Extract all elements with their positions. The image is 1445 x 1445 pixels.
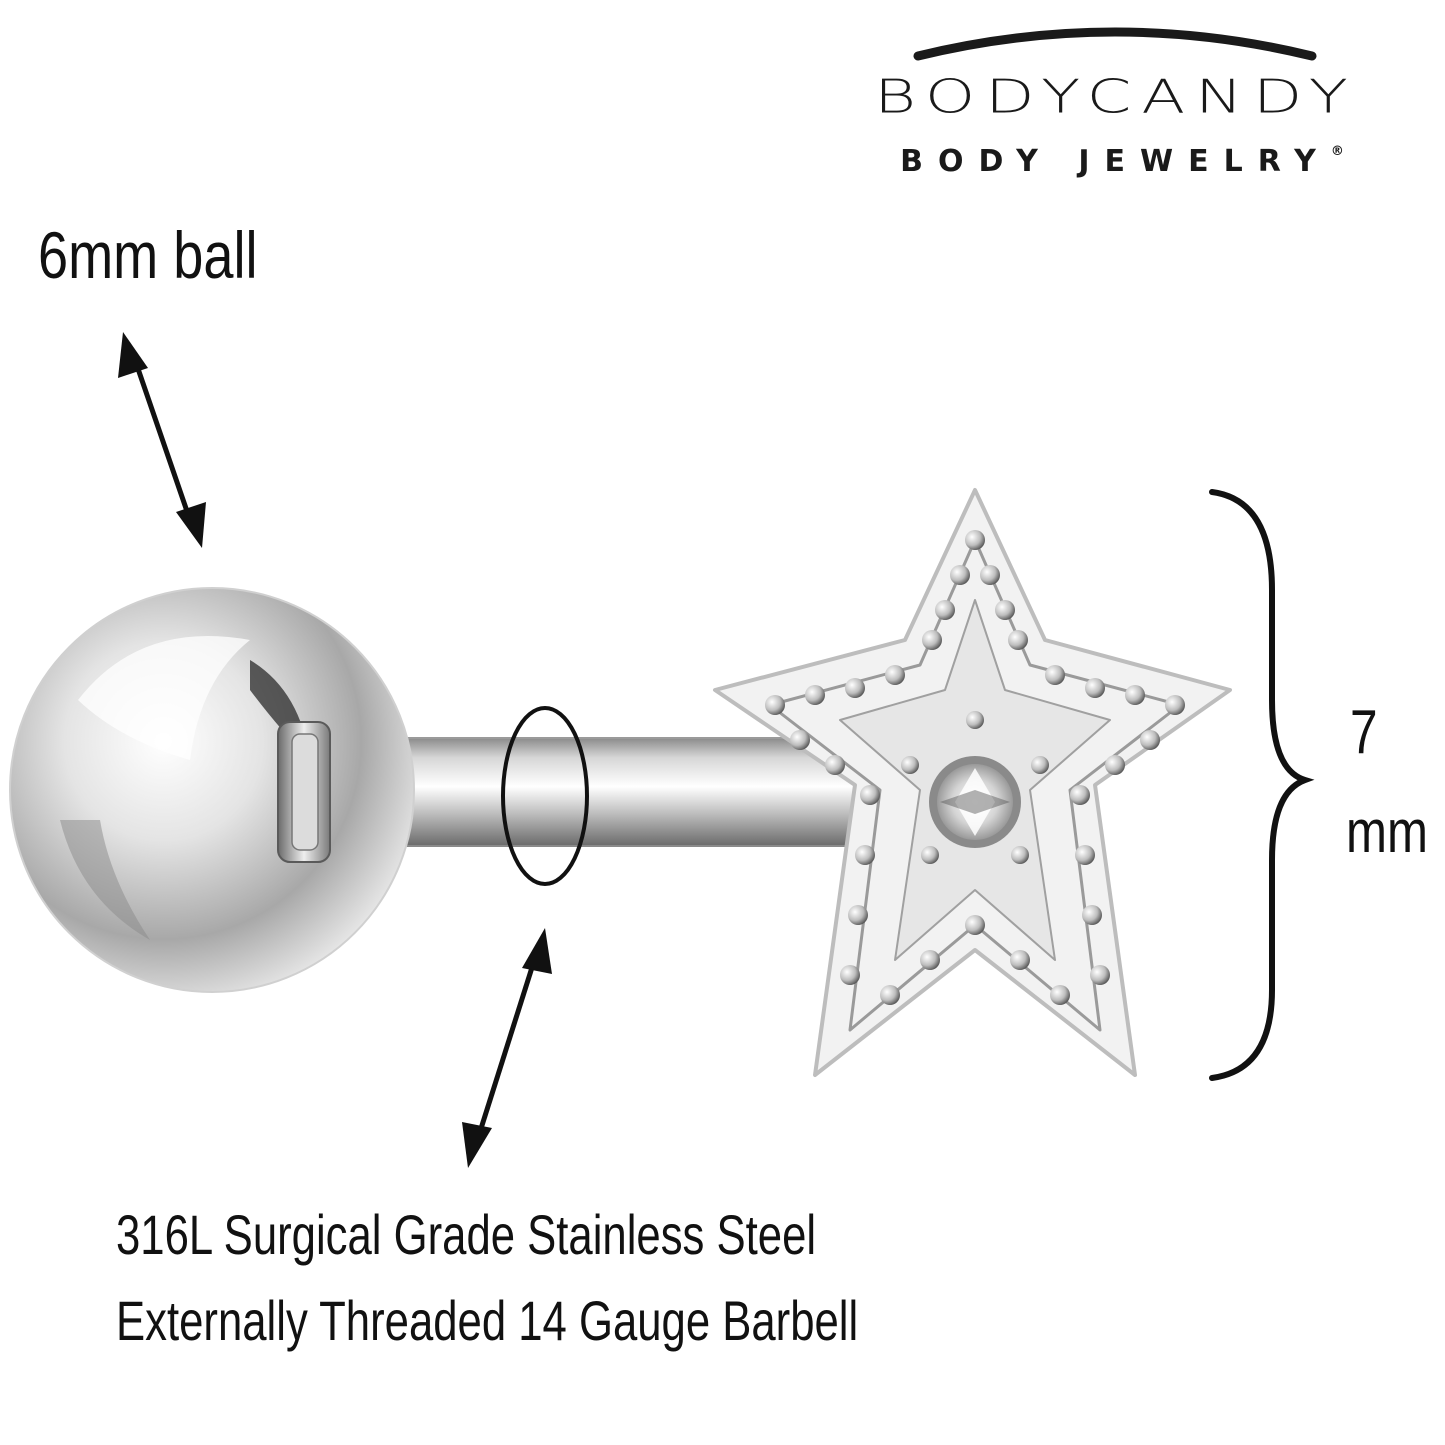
ball-size-label: 6mm ball <box>38 218 258 292</box>
brand-name: BODYCANDY <box>874 70 1358 124</box>
brand-tagline: BODY JEWELRY® <box>852 144 1392 179</box>
top-height-unit: mm <box>1346 798 1428 865</box>
top-height-value: 7 <box>1350 698 1378 767</box>
registered-mark: ® <box>1330 144 1344 159</box>
brand-logo: BODYCANDY BODY JEWELRY® <box>800 20 1430 179</box>
gauge-ring-icon <box>501 706 589 886</box>
material-spec: 316L Surgical Grade Stainless Steel <box>116 1203 817 1266</box>
gauge-double-arrow-icon <box>462 928 552 1168</box>
star-beading <box>765 530 1185 1005</box>
brand-tagline-text: BODY JEWELRY <box>900 144 1331 179</box>
construction-spec: Externally Threaded 14 Gauge Barbell <box>116 1289 859 1352</box>
curly-brace-icon <box>1209 489 1315 1081</box>
star-top <box>713 488 1232 1077</box>
ball-collar <box>277 721 331 863</box>
double-arrow-icon <box>118 332 206 548</box>
barbell-ball <box>9 587 415 993</box>
round-gem-icon <box>929 756 1021 848</box>
logo-arc-icon <box>913 27 1317 61</box>
